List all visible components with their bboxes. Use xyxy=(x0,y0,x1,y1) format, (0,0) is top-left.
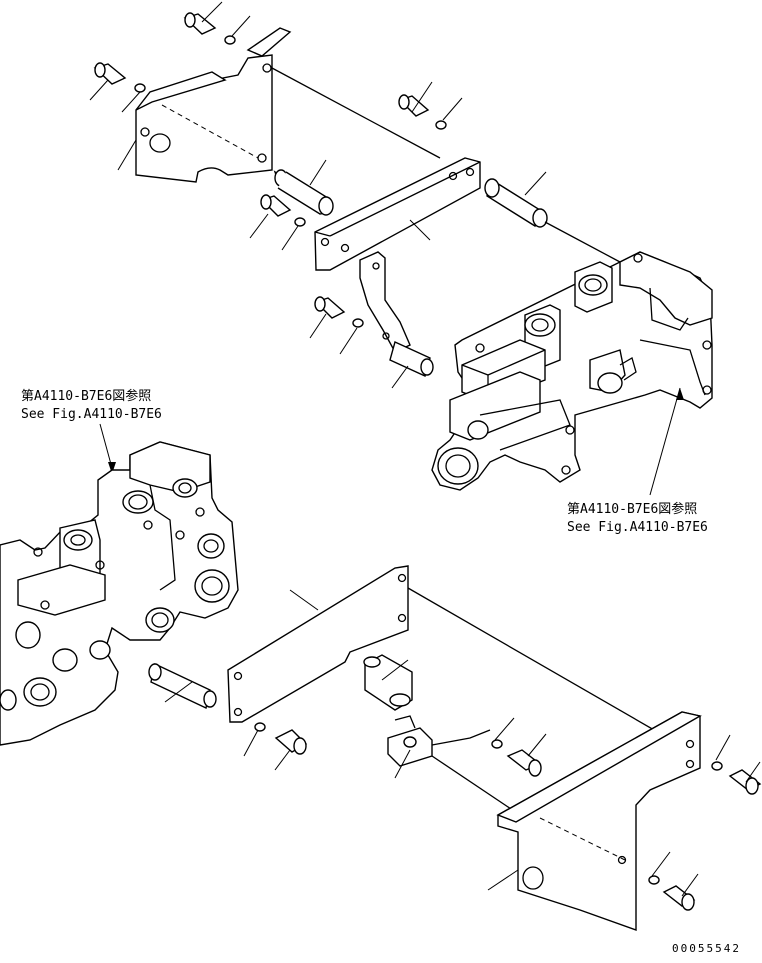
bolt-left-1 xyxy=(93,62,127,85)
washer-top-1 xyxy=(224,35,236,45)
washer-mid-3 xyxy=(352,318,364,328)
bolt-mid-1 xyxy=(398,94,430,117)
reference-arrow-left xyxy=(99,423,113,469)
reference-note-right-en: See Fig.A4110-B7E6 xyxy=(567,520,708,535)
spacer-upper-right xyxy=(484,178,548,228)
washer-lower-4 xyxy=(648,875,660,885)
washer-left-1 xyxy=(134,83,146,93)
leader-lines-lower xyxy=(164,589,761,897)
washer-lower-3 xyxy=(711,761,723,771)
upper-flat-plate xyxy=(314,157,481,271)
bolt-lower-1 xyxy=(274,729,308,755)
bolt-top-1 xyxy=(183,12,217,35)
reference-arrowhead-left xyxy=(108,462,116,474)
reference-note-left-en: See Fig.A4110-B7E6 xyxy=(21,407,162,422)
bolt-mid-2 xyxy=(260,194,292,217)
spacer-upper-left xyxy=(273,169,334,216)
spacer-lower-mid xyxy=(363,654,413,711)
washer-lower-1 xyxy=(254,722,266,732)
reference-note-right-jp: 第A4110-B7E6図参照 xyxy=(567,501,697,517)
leader-lines-upper xyxy=(89,1,547,389)
washer-mid-2 xyxy=(294,217,306,227)
washer-lower-2 xyxy=(491,739,503,749)
upper-valve-assembly xyxy=(431,251,713,491)
reference-arrowhead-right xyxy=(676,388,684,400)
bolt-lower-4 xyxy=(662,885,696,911)
upper-z-bracket xyxy=(359,251,411,353)
clip xyxy=(387,715,491,767)
lower-right-bracket xyxy=(496,711,702,931)
reference-note-left-jp: 第A4110-B7E6図参照 xyxy=(21,388,151,404)
bolt-lower-3 xyxy=(728,769,762,795)
lower-valve-assembly xyxy=(0,441,239,746)
bolt-mid-3 xyxy=(314,296,346,319)
lower-flat-plate xyxy=(227,565,409,723)
spacer-z-bracket xyxy=(389,341,434,377)
upper-left-bracket xyxy=(135,27,292,183)
bolt-lower-2 xyxy=(506,749,542,777)
washer-mid-1 xyxy=(435,120,447,130)
drawing-number: 00055542 xyxy=(672,942,741,955)
spacer-lower-left xyxy=(148,662,217,710)
reference-arrow-right xyxy=(649,387,681,496)
